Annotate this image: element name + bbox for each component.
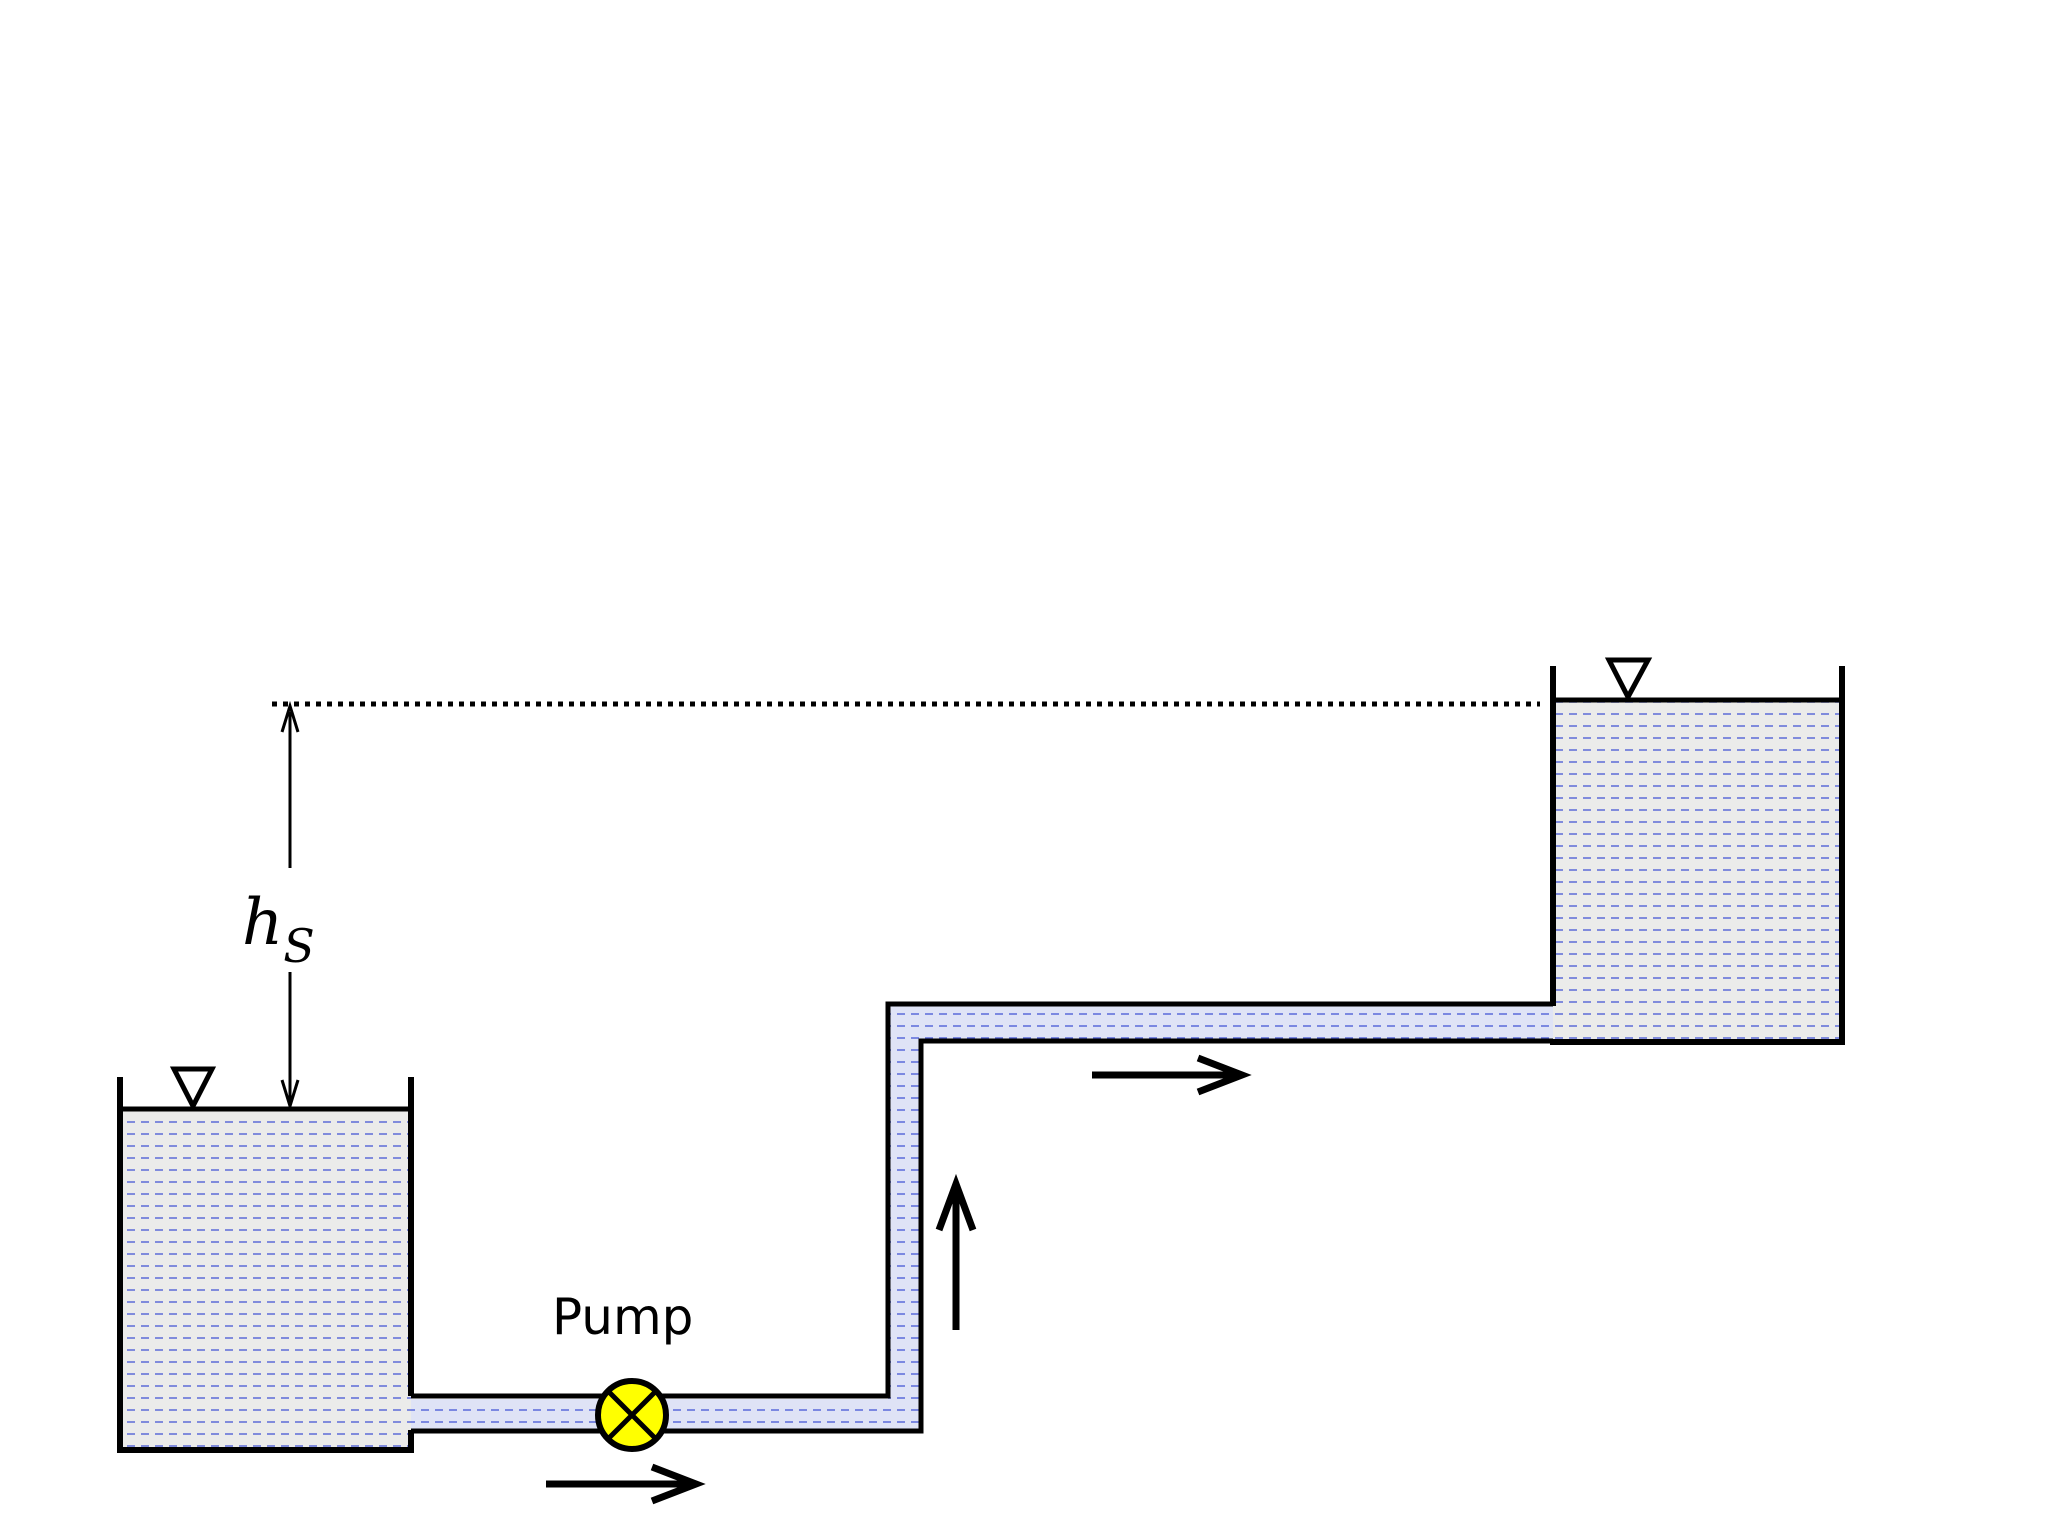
flow-arrow-icon — [935, 1173, 977, 1330]
static-head-dimension: hS — [242, 700, 1540, 1112]
flow-arrows — [546, 1054, 1252, 1505]
free-surface-marker-icon — [1604, 657, 1653, 703]
lower-tank-wall — [117, 1077, 414, 1453]
lower-tank-fluid-texture — [120, 1109, 411, 1449]
arrow-down-icon — [280, 1079, 300, 1112]
arrow-up-icon — [280, 700, 300, 733]
upper-tank — [1550, 657, 1845, 1045]
head-symbol: h — [242, 886, 283, 960]
flow-arrow-icon — [546, 1463, 706, 1505]
head-subscript: S — [283, 919, 315, 973]
pipe-wall-inner — [411, 1038, 1553, 1434]
pipeline — [411, 1001, 1553, 1434]
free-surface-marker-icon — [169, 1066, 217, 1112]
head-label: hS — [242, 886, 315, 973]
flow-arrow-icon — [1092, 1054, 1252, 1096]
lower-tank — [117, 1066, 414, 1453]
pump-label: Pump — [552, 1288, 693, 1346]
pump-cross-line — [606, 1389, 658, 1441]
pipe-fluid-riser-texture — [888, 1004, 921, 1431]
pipe-fluid-top-texture — [888, 1004, 1553, 1041]
upper-tank-fluid-texture — [1553, 700, 1842, 1041]
pump: Pump — [552, 1288, 693, 1452]
